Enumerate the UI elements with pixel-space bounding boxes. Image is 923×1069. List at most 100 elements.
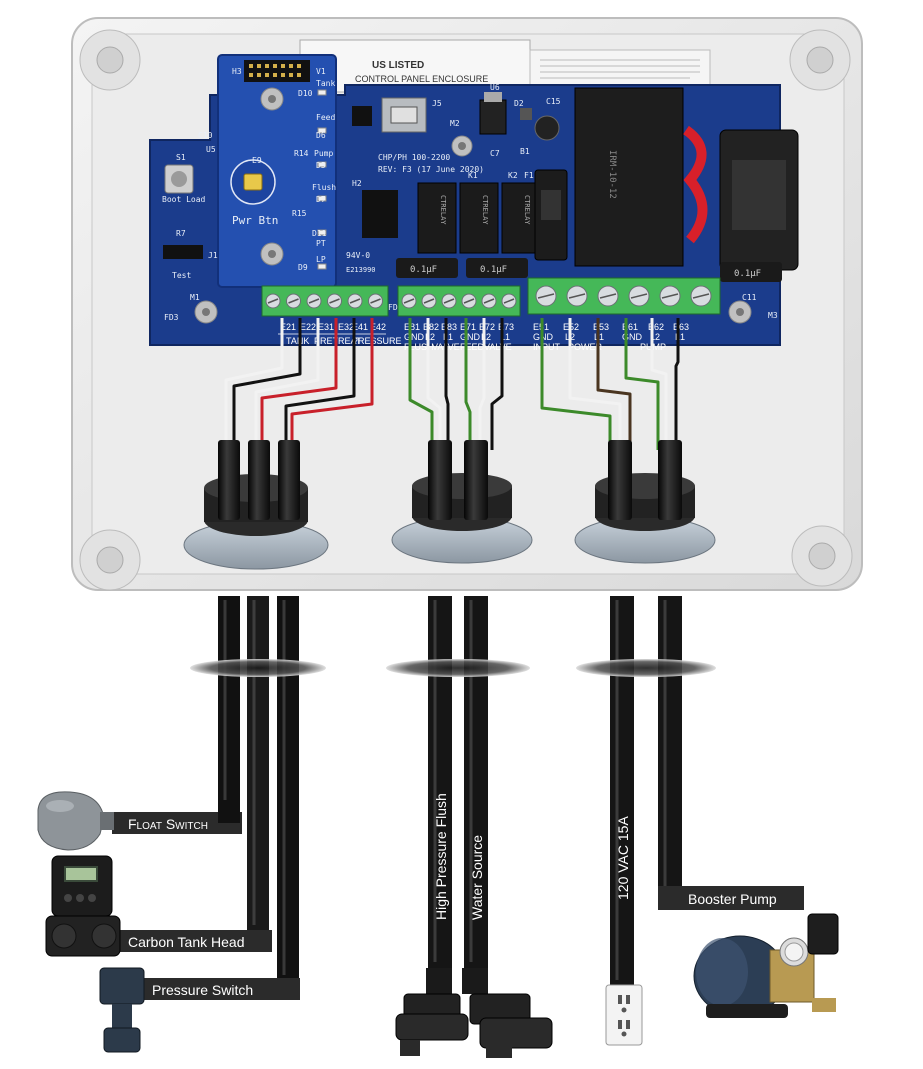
pin-l1-2: L1 <box>500 332 510 342</box>
external-cables <box>218 596 682 985</box>
label-booster-pump: Booster Pump <box>658 886 804 910</box>
relay-pump <box>501 182 541 254</box>
electrical-outlet-device <box>605 984 643 1046</box>
term-flush: FLUSH <box>404 342 434 352</box>
term-e71: E71 <box>460 322 476 332</box>
silkscreen-label: S1 <box>176 153 186 162</box>
silkscreen-label: R14 <box>294 149 309 158</box>
silkscreen-label: Tank <box>316 79 335 88</box>
terminal-labels-2: E81 E82 E83 E71 E72 E73 GND L2 L1 GND L2… <box>404 322 514 352</box>
term-e32: E32 <box>338 322 354 332</box>
terminal-labels-1: E21 E22 E31 E32 E41 E42 TANK PRETREAT PR… <box>278 322 402 346</box>
silkscreen-label: C7 <box>490 149 500 158</box>
relay-text-2: CTRELAY <box>481 195 489 225</box>
silkscreen-label: C10 <box>198 131 213 140</box>
relay-feed <box>459 182 499 254</box>
terminal-block-3 <box>527 277 721 315</box>
term-feed: FEED <box>460 342 485 352</box>
test-header <box>163 245 203 259</box>
relay-text-3: CTRELAY <box>523 195 531 225</box>
silkscreen-label: R7 <box>176 229 186 238</box>
silkscreen-label: U5 <box>206 145 216 154</box>
booster-pump-label: Booster Pump <box>688 891 777 907</box>
pin-l2-1: L2 <box>425 332 435 342</box>
fuse-2-label: 0.1μF <box>480 265 507 275</box>
pin-l1-4: L1 <box>675 332 685 342</box>
header-connector <box>244 60 310 82</box>
silkscreen-label: J1 <box>208 251 218 260</box>
silkscreen-label: Pump <box>314 149 333 158</box>
terminal-block-2 <box>397 285 521 317</box>
silkscreen-label: FD4 <box>388 303 403 312</box>
high-pressure-flush-label: High Pressure Flush <box>433 793 449 920</box>
fuse-3 <box>720 262 782 282</box>
pcb-part-number: CHP/PH 100-2200 <box>378 153 450 162</box>
silkscreen-label: K2 <box>508 171 518 180</box>
relay-flush <box>417 182 457 254</box>
pcb-revision: REV: F3 (17 June 2020) <box>378 165 484 174</box>
label-float-switch: Float Switch <box>112 808 242 834</box>
silkscreen-label: E9 <box>252 156 262 165</box>
term-pretreat: PRETREAT <box>314 336 362 346</box>
cable-stubs <box>218 440 682 520</box>
pcb-flammability: 94V-0 <box>346 251 370 260</box>
float-switch-device <box>37 791 114 851</box>
term-e42: E42 <box>370 322 386 332</box>
silkscreen-label: Test <box>172 271 191 280</box>
water-source-solenoid-device <box>462 968 553 1058</box>
silkscreen-label: U6 <box>490 83 500 92</box>
capacitor-loop <box>682 125 708 244</box>
silkscreen-label: D6 <box>316 131 326 140</box>
silkscreen-label: PT <box>316 239 326 248</box>
float-switch-label: Float Switch <box>128 816 208 832</box>
silkscreen-label: M3 <box>768 311 778 320</box>
term-e81: E81 <box>404 322 420 332</box>
term-e73: E73 <box>498 322 514 332</box>
term-pressure: PRESSURE <box>352 336 402 346</box>
cable-gland-3 <box>574 473 716 564</box>
term-e22: E22 <box>300 322 316 332</box>
pin-gnd-1: GND <box>404 332 425 342</box>
listing-mark: US LISTED <box>372 60 424 71</box>
term-e53: E53 <box>593 322 609 332</box>
silkscreen-label: C11 <box>742 293 757 302</box>
pin-gnd-2: GND <box>460 332 481 342</box>
silkscreen-label: Boot Load <box>162 195 206 204</box>
carbon-tank-head-device <box>45 855 121 957</box>
pin-l2-2: L2 <box>481 332 491 342</box>
pin-l1-1: L1 <box>443 332 453 342</box>
water-source-label: Water Source <box>469 835 485 920</box>
booster-pump-device <box>693 913 839 1018</box>
power-button-label: Pwr Btn <box>232 214 278 227</box>
silkscreen-label: F1 <box>524 171 534 180</box>
pcb-board: Pwr Btn CTRELAY CTRELAY CTRELAY <box>149 54 799 352</box>
term-e72: E72 <box>479 322 495 332</box>
term-e41: E41 <box>352 322 368 332</box>
silkscreen-label: Feed <box>316 113 335 122</box>
silkscreen-label: D7 <box>316 195 326 204</box>
term-e82: E82 <box>423 322 439 332</box>
fuse-1 <box>396 258 458 278</box>
silkscreen-label: D5 <box>316 161 326 170</box>
silkscreen-label: FD3 <box>164 313 179 322</box>
term-e63: E63 <box>673 322 689 332</box>
silkscreen-label: D10 <box>298 89 313 98</box>
silkscreen-label: R15 <box>292 209 307 218</box>
term-e83: E83 <box>441 322 457 332</box>
cable-ties <box>190 659 716 677</box>
silkscreen-label: D11 <box>312 229 327 238</box>
silkscreen-label: D9 <box>298 263 308 272</box>
listing-title: CONTROL PANEL ENCLOSURE <box>355 74 488 84</box>
carbon-tank-head-label: Carbon Tank Head <box>128 934 244 950</box>
silkscreen-label: K1 <box>468 171 478 180</box>
terminal-block-1 <box>261 285 389 317</box>
term-valve-2: VALVE <box>484 342 512 352</box>
silkscreen-label: C15 <box>546 97 561 106</box>
pin-gnd-4: GND <box>622 332 643 342</box>
silkscreen-label: H3 <box>232 67 242 76</box>
term-tank: TANK <box>286 336 309 346</box>
silkscreen-label: B1 <box>520 147 530 156</box>
silkscreen-label: J5 <box>432 99 442 108</box>
